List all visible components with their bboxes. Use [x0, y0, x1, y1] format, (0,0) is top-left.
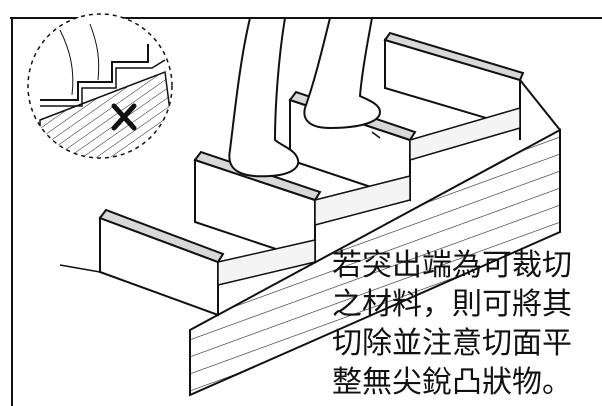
stair-step-1	[59, 208, 316, 317]
caption-line: 若突出端為可裁切	[332, 248, 572, 283]
caption-line: 整無尖銳凸狀物。	[332, 365, 572, 400]
caption-text: 若突出端為可裁切 之材料，則可將其 切除並注意切面平 整無尖銳凸狀物。	[332, 246, 600, 402]
leader-line	[371, 131, 381, 139]
inset-detail	[27, 13, 173, 159]
x-mark-icon	[111, 103, 137, 131]
caption-line: 之材料，則可將其	[332, 287, 572, 322]
stair-stringer	[189, 79, 561, 397]
walking-legs	[228, 17, 382, 178]
caption-line: 切除並注意切面平	[332, 326, 572, 361]
